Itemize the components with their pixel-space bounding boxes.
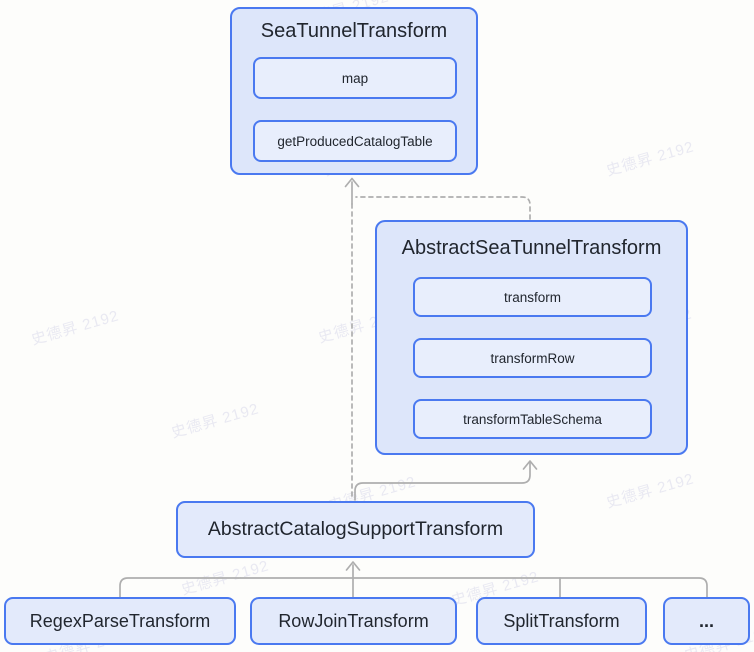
watermark-text: 史德昇 2192 [169,400,262,442]
watermark-text: 史德昇 2192 [604,138,697,180]
class-node-more-transforms: ... [663,597,750,645]
class-title: ... [698,610,714,631]
method-pill: transform [413,277,652,317]
edge-abstractseatunnel-to-seatunnel [355,196,531,220]
class-node-regex-parse-transform: RegexParseTransform [4,597,236,645]
class-title: AbstractSeaTunnelTransform [401,237,662,259]
watermark-text: 史德昇 2192 [29,307,122,349]
class-title: AbstractCatalogSupportTransform [207,518,504,540]
class-title: SplitTransform [503,610,620,631]
class-node-row-join-transform: RowJoinTransform [250,597,457,645]
method-pill: getProducedCatalogTable [253,120,457,162]
method-pill: map [253,57,457,99]
method-pill: transformRow [413,338,652,378]
class-title: SeaTunnelTransform [260,20,448,42]
watermark-text: 史德昇 2192 [179,557,272,599]
arrowhead-catalogsupport [345,561,361,571]
class-node-abstract-seatunnel-transform: AbstractSeaTunnelTransform transform tra… [375,220,688,455]
class-title: RowJoinTransform [278,610,429,631]
arrowhead-seatunneltransform [344,177,360,188]
edge-catalogsupport-to-abstractseatunnel [354,461,531,501]
class-node-split-transform: SplitTransform [476,597,647,645]
arrowhead-abstractseatunnel [522,460,538,470]
edge-leaf-rail [119,577,708,598]
class-title: RegexParseTransform [29,610,211,631]
class-node-abstract-catalog-support-transform: AbstractCatalogSupportTransform [176,501,535,558]
watermark-text: 史德昇 2192 [604,470,697,512]
method-pill: transformTableSchema [413,399,652,439]
class-node-seatunnel-transform: SeaTunnelTransform map getProducedCatalo… [230,7,478,175]
